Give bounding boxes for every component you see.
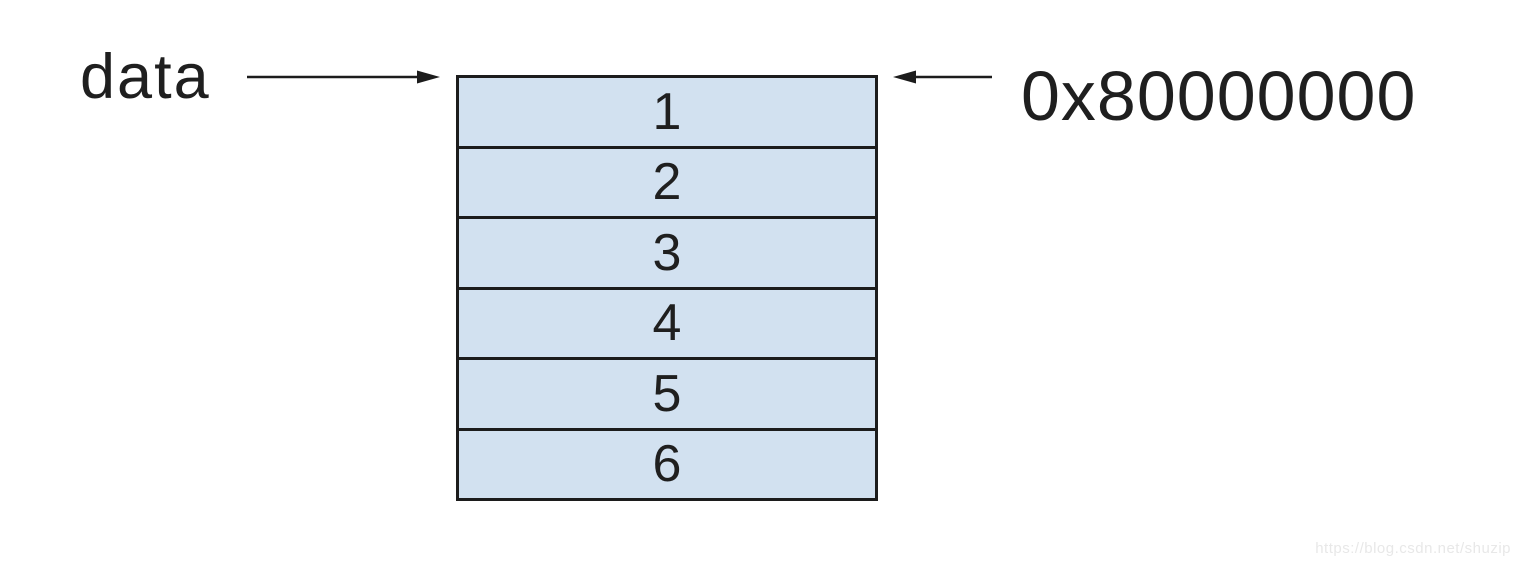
stack-cell: 5 <box>459 360 875 431</box>
stack-cell: 2 <box>459 149 875 219</box>
stack-cell: 3 <box>459 219 875 290</box>
memory-stack: 1 2 3 4 5 6 <box>456 75 878 501</box>
address-label: 0x80000000 <box>1021 57 1417 135</box>
stack-cell-value: 4 <box>652 294 682 353</box>
stack-cell: 6 <box>459 431 875 499</box>
arrow-left-icon <box>893 70 992 84</box>
stack-cell: 1 <box>459 78 875 149</box>
stack-cell-value: 6 <box>652 435 682 494</box>
stack-cell: 4 <box>459 290 875 360</box>
stack-cell-value: 3 <box>652 223 682 282</box>
watermark-text: https://blog.csdn.net/shuzip <box>1315 540 1511 557</box>
stack-cell-value: 2 <box>652 153 682 212</box>
stack-cell-value: 5 <box>652 364 682 423</box>
data-pointer-label: data <box>80 42 211 112</box>
arrow-right-icon <box>247 70 440 84</box>
stack-cell-value: 1 <box>652 82 682 141</box>
